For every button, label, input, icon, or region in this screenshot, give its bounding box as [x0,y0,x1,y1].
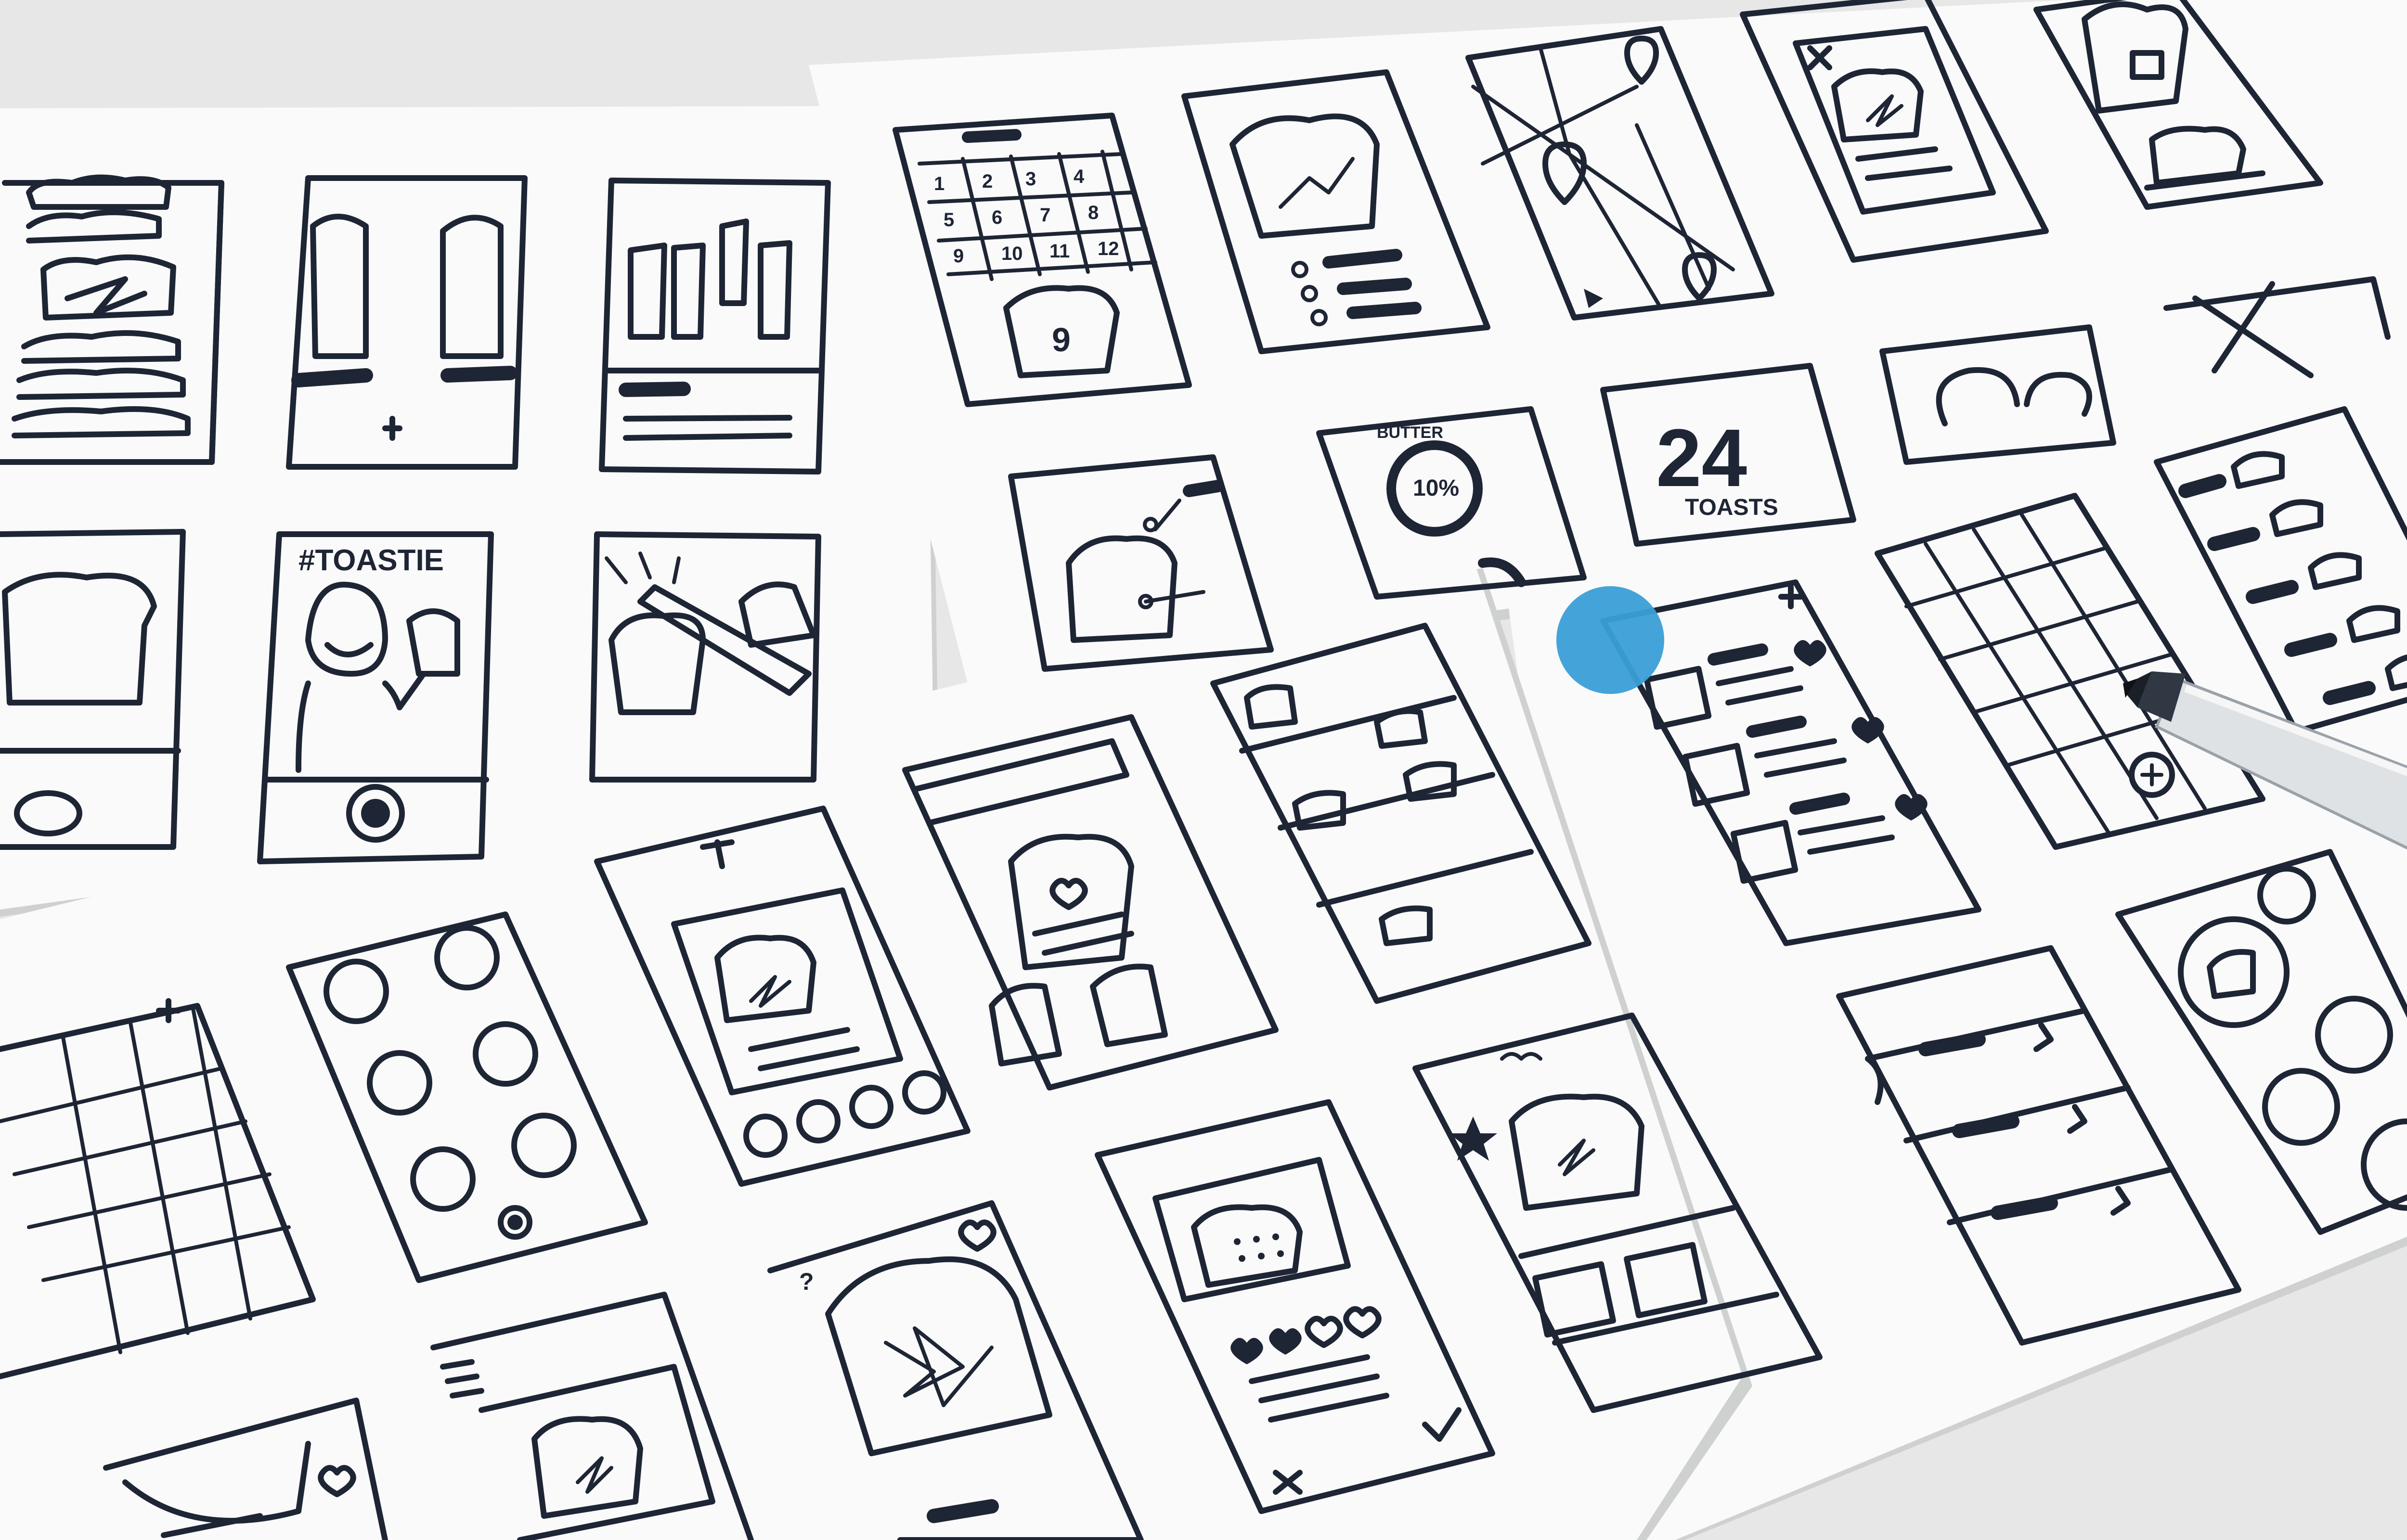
calendar-day-4: 4 [1074,166,1085,187]
butter-percent: 10% [1413,475,1459,501]
calendar-day-10: 10 [1001,243,1023,264]
calendar-day-9: 9 [953,245,964,267]
calendar-day-7: 7 [1040,205,1050,226]
toast-count-label: TOASTS [1685,495,1778,520]
calendar-day-12: 12 [1098,238,1119,259]
calendar-day-11: 11 [1049,241,1070,262]
calendar-day-3: 3 [1025,168,1036,190]
toast-number: 9 [1052,321,1071,359]
calendar-day-2: 2 [982,171,993,192]
calendar-day-5: 5 [944,209,954,231]
calendar-day-8: 8 [1088,202,1099,223]
toast-count: 24 [1656,412,1747,504]
question-mark: ? [799,1268,814,1295]
calendar-day-1: 1 [934,173,945,194]
hashtag-label: #TOASTIE [298,544,444,577]
calendar-day-6: 6 [992,207,1002,228]
butter-label: BUTTER [1377,424,1443,442]
click-indicator-dot [1556,586,1664,694]
